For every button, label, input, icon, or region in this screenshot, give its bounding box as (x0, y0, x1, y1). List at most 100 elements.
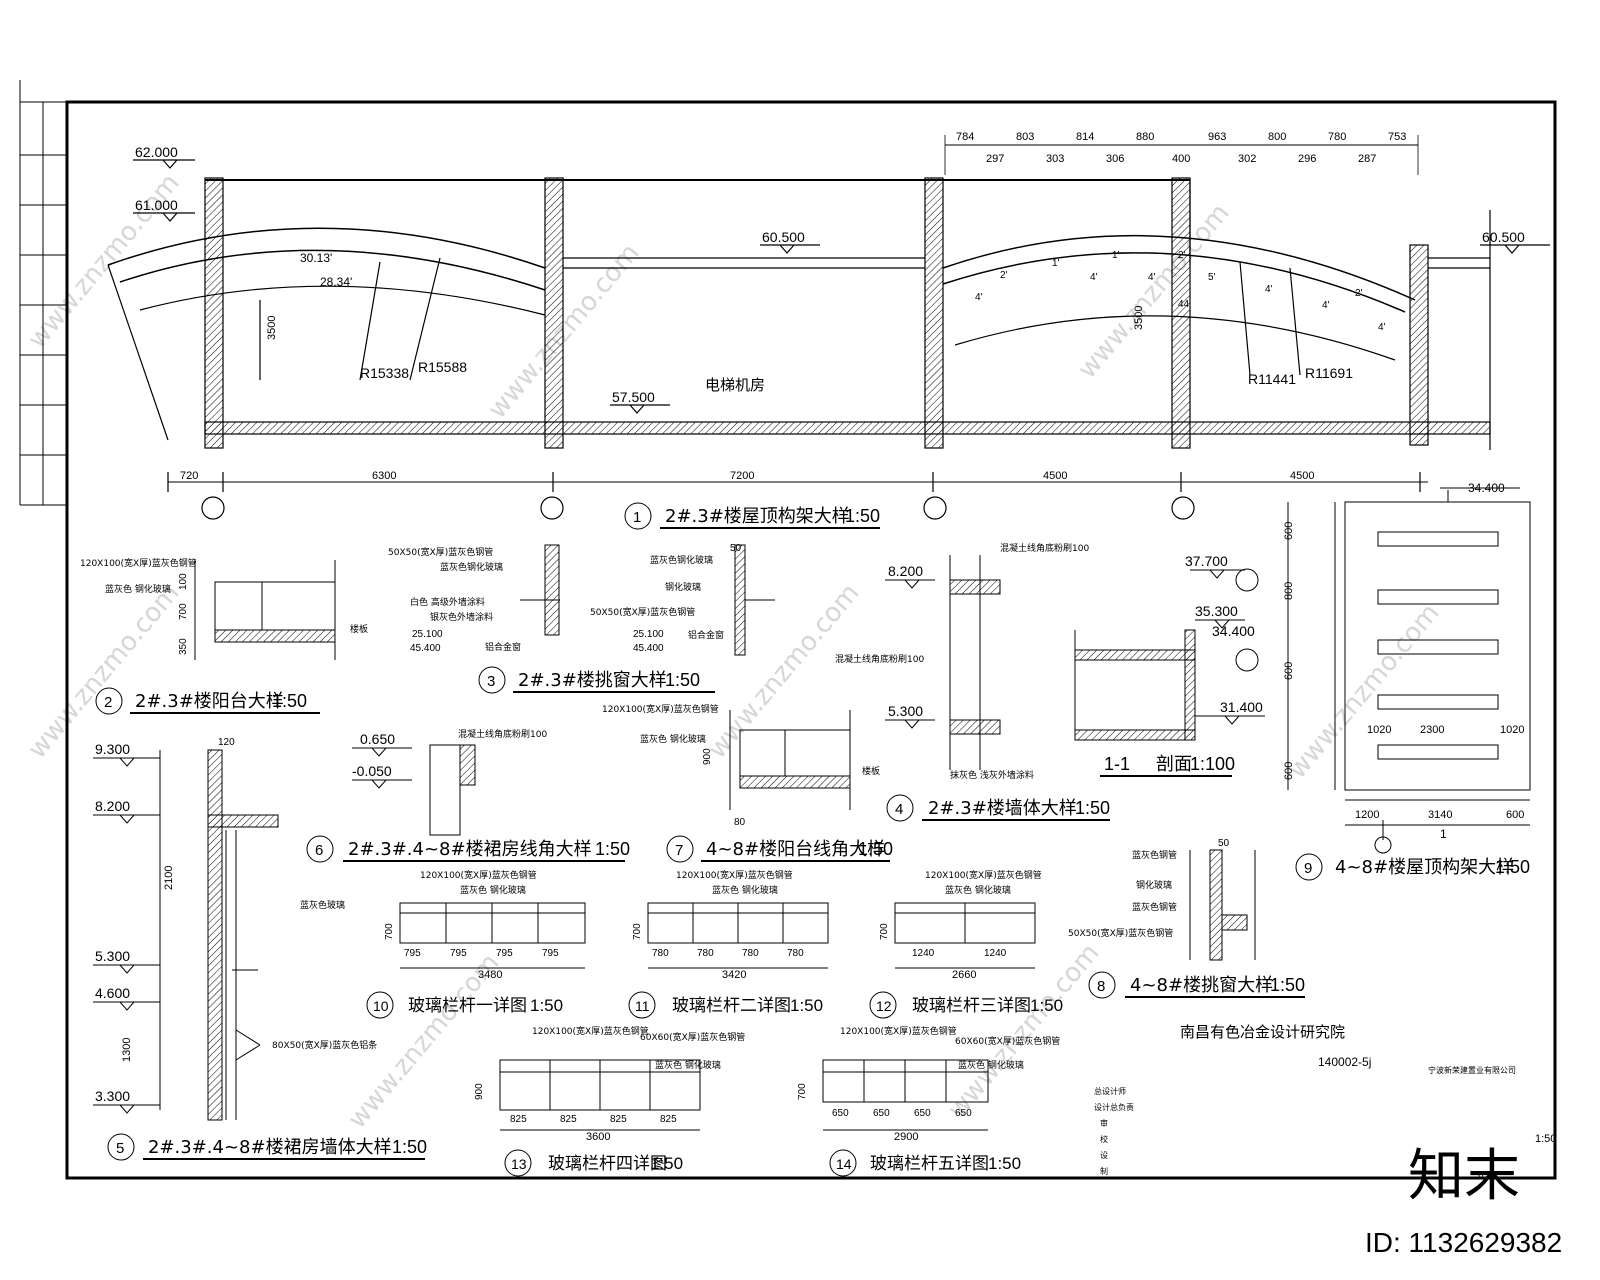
angle-tick: 1' (1052, 258, 1060, 269)
dim: 900 (702, 748, 713, 765)
detail-7-scale: 1:50 (858, 839, 893, 859)
detail-2-text: 120X100(宽X厚)蓝灰色钢管 蓝灰色 钢化玻璃 楼板 700 100 35… (80, 557, 368, 655)
detail-7-number: 7 (675, 842, 683, 859)
detail-4-wall (885, 555, 1265, 770)
top-dim: 814 (1076, 131, 1094, 143)
detail-13-scale: 1:50 (650, 1154, 683, 1173)
arc-dim-2: 28.34' (320, 275, 352, 289)
level: 0.650 (360, 731, 395, 747)
detail-5-scale: 1:50 (392, 1137, 427, 1157)
level: 4.600 (95, 985, 130, 1001)
glass-note: 蓝灰色 钢化玻璃 (460, 884, 526, 896)
cell-dim: 795 (542, 948, 559, 959)
detail-11-title: 玻璃栏杆二详图 (672, 996, 791, 1016)
angle-tick: 4' (1378, 322, 1386, 333)
title-row: 总设计师 (1094, 1086, 1126, 1096)
detail-2-caption: 2 2#.3#楼阳台大样 1:50 (95, 687, 320, 715)
level: 45.400 (410, 643, 441, 654)
radius-2: R15588 (418, 359, 467, 375)
total-dim: 3480 (478, 969, 502, 981)
note: 白色 高级外墙涂料 (410, 596, 485, 608)
cell-dim: 780 (787, 948, 804, 959)
detail-3-number: 3 (487, 673, 495, 690)
title-row: 校 (1100, 1134, 1108, 1144)
cell-dim: 825 (660, 1114, 677, 1125)
detail-1-number: 1 (633, 509, 641, 526)
level: 8.200 (888, 563, 923, 579)
angle-tick: 4' (1148, 272, 1156, 283)
detail-8-caption: 8 4~8#楼挑窗大样 1:50 (1088, 971, 1305, 999)
rail-12-text: 120X100(宽X厚)蓝灰色钢管 蓝灰色 钢化玻璃 700 1240 1240… (879, 869, 1042, 981)
angle-tick: 4' (1090, 272, 1098, 283)
level: 34.400 (1212, 623, 1255, 639)
angle-tick: 1' (1112, 250, 1120, 261)
rail-13 (499, 1059, 701, 1131)
note: 蓝灰色钢管 (1132, 849, 1177, 861)
total-dim: 3600 (586, 1131, 610, 1143)
dim: 350 (178, 638, 189, 655)
level-60-5-b: 60.500 (1482, 229, 1525, 245)
height-dim: 700 (632, 923, 643, 940)
dim: 80 (734, 817, 746, 828)
level: 37.700 (1185, 553, 1228, 569)
detail-1-text: 62.000 61.000 60.500 60.500 57.500 电梯机房 … (135, 131, 1525, 482)
level: 5.300 (95, 948, 130, 964)
top-dim-sub: 303 (1046, 153, 1064, 165)
left-dim: 600 (1283, 522, 1295, 540)
detail-12-title: 玻璃栏杆三详图 (912, 996, 1031, 1016)
detail-14-number: 14 (836, 1156, 852, 1172)
dim: 50 (730, 543, 742, 554)
rail-10-caption: 10 玻璃栏杆一详图 1:50 (366, 991, 563, 1019)
cell-dim: 825 (510, 1114, 527, 1125)
top-dim-sub: 306 (1106, 153, 1124, 165)
detail-12-number: 12 (876, 998, 892, 1014)
detail-3-bay-window (520, 544, 775, 656)
left-dim: 600 (1283, 762, 1295, 780)
angle-tick: 2' (1000, 270, 1008, 281)
detail-6-title: 2#.3#.4~8#楼裙房线角大样 (348, 839, 592, 860)
note: 楼板 (350, 623, 368, 635)
detail-3-scale: 1:50 (665, 670, 700, 690)
section-scale: 1:100 (1190, 754, 1235, 774)
bottom-dim-3: 7200 (730, 470, 754, 482)
cell-dim: 825 (560, 1114, 577, 1125)
detail-3-title: 2#.3#楼挑窗大样 (518, 670, 667, 691)
level: 5.300 (888, 703, 923, 719)
height-dim: 900 (474, 1083, 485, 1100)
note: 混凝土线角底粉刷100 (1000, 542, 1089, 554)
angle-tick: 4' (1265, 284, 1273, 295)
rail-12-caption: 12 玻璃栏杆三详图 1:50 (869, 991, 1063, 1019)
watermark-site: www.znzmo.com (702, 578, 865, 764)
level-62: 62.000 (135, 144, 178, 160)
level: 45.400 (633, 643, 664, 654)
detail-4-number: 4 (895, 801, 903, 818)
detail-7-title: 4~8#楼阳台线角大样 (706, 839, 885, 860)
top-dim: 753 (1388, 131, 1406, 143)
small-dim: 44 (1178, 299, 1190, 310)
detail-5-text: 9.300 8.200 5.300 4.600 3.300 120 2100 1… (95, 737, 377, 1104)
watermark-site: www.znzmo.com (1072, 198, 1235, 384)
detail-6-scale: 1:50 (595, 839, 630, 859)
company-name: 宁波新荣建置业有限公司 (1428, 1065, 1516, 1075)
pipe-note: 120X100(宽X厚)蓝灰色钢管 (420, 869, 537, 881)
height-dim-b: 3500 (1133, 306, 1145, 330)
detail-3-text: 50X50(宽X厚)蓝灰色钢管 蓝灰色钢化玻璃 白色 高级外墙涂料 银灰色外墙涂… (388, 543, 742, 654)
rail-11-text: 120X100(宽X厚)蓝灰色钢管 蓝灰色 钢化玻璃 700 780 780 7… (632, 869, 804, 981)
top-dim: 963 (1208, 131, 1226, 143)
cell-dim: 780 (742, 948, 759, 959)
cell-dim: 650 (873, 1108, 890, 1119)
top-dim: 880 (1136, 131, 1154, 143)
bottom-dim-2: 6300 (372, 470, 396, 482)
cell-dim: 795 (450, 948, 467, 959)
arc-dim-1: 30.13' (300, 251, 332, 265)
level: 34.400 (1468, 481, 1505, 495)
glass-note: 蓝灰色 钢化玻璃 (712, 884, 778, 896)
top-dim: 784 (956, 131, 974, 143)
detail-7-text: 120X100(宽X厚)蓝灰色钢管 蓝灰色 钢化玻璃 楼板 900 80 (602, 703, 880, 828)
pipe-note: 120X100(宽X厚)蓝灰色钢管 (532, 1025, 649, 1037)
top-dim: 800 (1268, 131, 1286, 143)
note: 50X50(宽X厚)蓝灰色钢管 (590, 606, 695, 618)
radius-4: R11691 (1305, 365, 1353, 381)
radius-1: R15338 (360, 365, 409, 381)
detail-2-scale: 1:50 (272, 691, 307, 711)
